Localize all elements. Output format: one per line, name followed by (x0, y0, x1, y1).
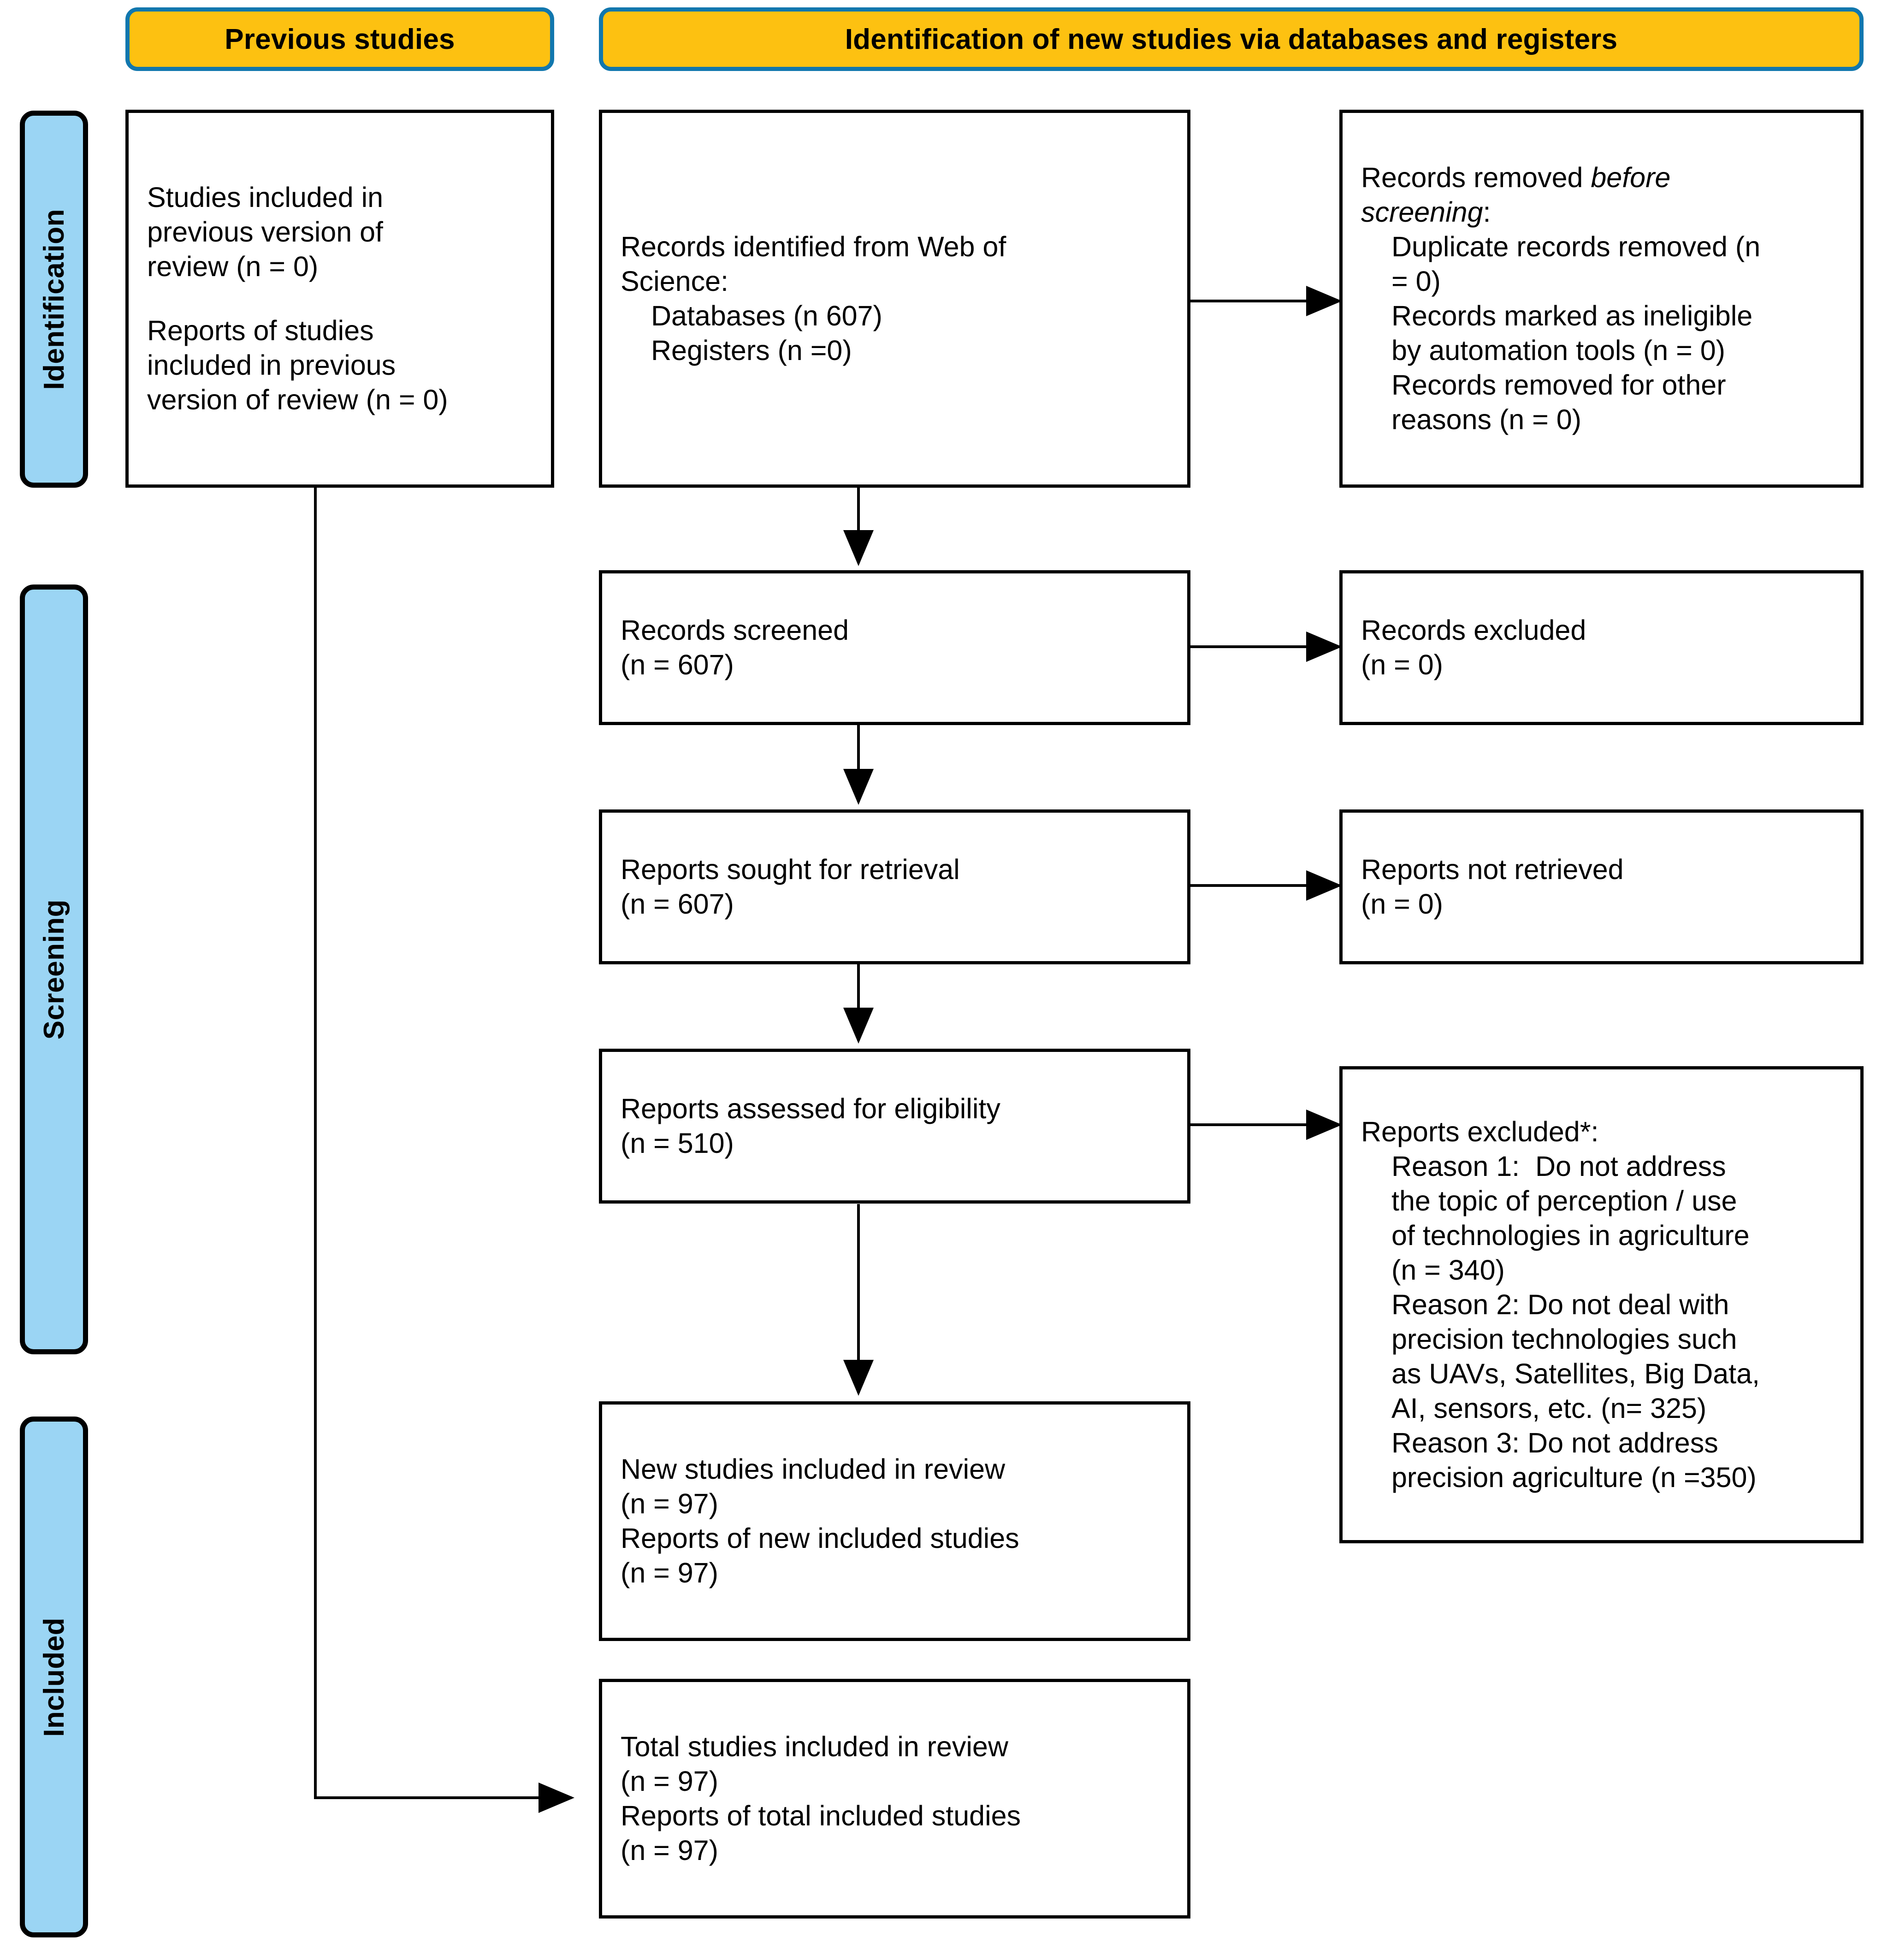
phase-label-screening-text: Screening (38, 899, 70, 1040)
records-identified-line2: Science: (621, 265, 728, 297)
phase-label-identification: Identification (20, 111, 88, 488)
phase-label-included-text: Included (38, 1617, 70, 1737)
reports-excluded-line6: Reason 2: Do not deal with (1391, 1288, 1729, 1320)
reports-excluded-line7: precision technologies such (1391, 1323, 1737, 1355)
previous-included-line3: review (n = 0) (147, 250, 319, 282)
reports-assessed-line1: Reports assessed for eligibility (621, 1092, 1000, 1124)
records-identified-line1: Records identified from Web of (621, 230, 1006, 262)
node-new-studies-included: New studies included in review (n = 97) … (599, 1401, 1190, 1641)
node-reports-assessed-for-eligibility: Reports assessed for eligibility (n = 51… (599, 1049, 1190, 1204)
header-previous-studies-label: Previous studies (225, 23, 455, 55)
reports-excluded-line5: (n = 340) (1391, 1254, 1505, 1286)
node-records-excluded: Records excluded (n = 0) (1339, 570, 1864, 725)
records-removed-line2-emphasis: screening (1361, 196, 1483, 228)
header-identification-new-studies: Identification of new studies via databa… (599, 7, 1864, 71)
total-included-line2: (n = 97) (621, 1765, 718, 1797)
records-removed-line1-emphasis: before (1591, 161, 1671, 193)
new-included-line4: (n = 97) (621, 1557, 718, 1589)
node-records-removed-before-screening: Records removed before screening: Duplic… (1339, 110, 1864, 488)
records-identified-line3: Databases (n 607) (651, 300, 882, 331)
previous-included-line6: version of review (n = 0) (147, 384, 448, 416)
new-included-line1: New studies included in review (621, 1453, 1006, 1485)
records-screened-line1: Records screened (621, 614, 849, 646)
reports-assessed-line2: (n = 510) (621, 1128, 734, 1159)
new-included-line2: (n = 97) (621, 1488, 718, 1519)
node-reports-excluded: Reports excluded*: Reason 1: Do not addr… (1339, 1066, 1864, 1543)
header-previous-studies: Previous studies (125, 7, 554, 71)
new-included-line3: Reports of new included studies (621, 1523, 1019, 1554)
reports-excluded-line3: the topic of perception / use (1391, 1185, 1737, 1216)
records-removed-line6: by automation tools (n = 0) (1391, 335, 1725, 366)
records-removed-line3: Duplicate records removed (n (1391, 230, 1761, 262)
reports-excluded-line2: Reason 1: Do not address (1391, 1150, 1726, 1182)
records-removed-line1: Records removed before (1361, 160, 1842, 195)
records-removed-line2-colon: : (1483, 196, 1491, 228)
phase-label-screening: Screening (20, 584, 88, 1354)
records-excluded-line1: Records excluded (1361, 614, 1586, 646)
phase-label-identification-text: Identification (38, 208, 70, 390)
header-identification-new-studies-label: Identification of new studies via databa… (845, 23, 1618, 55)
records-screened-line2: (n = 607) (621, 649, 734, 680)
records-identified-line4: Registers (n =0) (651, 335, 852, 366)
node-total-studies-included: Total studies included in review (n = 97… (599, 1679, 1190, 1919)
previous-included-line4: Reports of studies (147, 315, 374, 347)
reports-sought-line2: (n = 607) (621, 888, 734, 920)
phase-label-included: Included (20, 1417, 88, 1937)
node-records-identified: Records identified from Web of Science: … (599, 110, 1190, 488)
total-included-line3: Reports of total included studies (621, 1800, 1021, 1831)
records-removed-line4: = 0) (1391, 265, 1441, 297)
reports-excluded-line4: of technologies in agriculture (1391, 1219, 1750, 1251)
reports-sought-line1: Reports sought for retrieval (621, 853, 960, 885)
records-excluded-line2: (n = 0) (1361, 649, 1443, 680)
reports-excluded-line10: Reason 3: Do not address (1391, 1427, 1718, 1459)
reports-not-retrieved-line2: (n = 0) (1361, 888, 1443, 920)
reports-excluded-line9: AI, sensors, etc. (n= 325) (1391, 1393, 1707, 1424)
total-included-line1: Total studies included in review (621, 1730, 1008, 1762)
previous-included-line2: previous version of (147, 216, 383, 248)
reports-excluded-line11: precision agriculture (n =350) (1391, 1462, 1757, 1494)
records-removed-line2: screening: (1361, 195, 1842, 230)
node-reports-sought-for-retrieval: Reports sought for retrieval (n = 607) (599, 809, 1190, 964)
records-removed-line5: Records marked as ineligible (1391, 300, 1753, 331)
node-previous-studies-included: Studies included in previous version of … (125, 110, 554, 488)
records-removed-line7: Records removed for other (1391, 369, 1726, 401)
records-removed-line1-text: Records removed (1361, 161, 1591, 193)
reports-excluded-line8: as UAVs, Satellites, Big Data, (1391, 1358, 1760, 1390)
total-included-line4: (n = 97) (621, 1835, 718, 1866)
reports-excluded-line1: Reports excluded*: (1361, 1116, 1599, 1147)
node-reports-not-retrieved: Reports not retrieved (n = 0) (1339, 809, 1864, 964)
previous-included-line1: Studies included in (147, 181, 384, 213)
connector-previous-to-total (314, 488, 574, 1813)
node-records-screened: Records screened (n = 607) (599, 570, 1190, 725)
records-removed-line8: reasons (n = 0) (1391, 404, 1581, 436)
reports-not-retrieved-line1: Reports not retrieved (1361, 853, 1624, 885)
previous-included-line5: included in previous (147, 349, 396, 381)
